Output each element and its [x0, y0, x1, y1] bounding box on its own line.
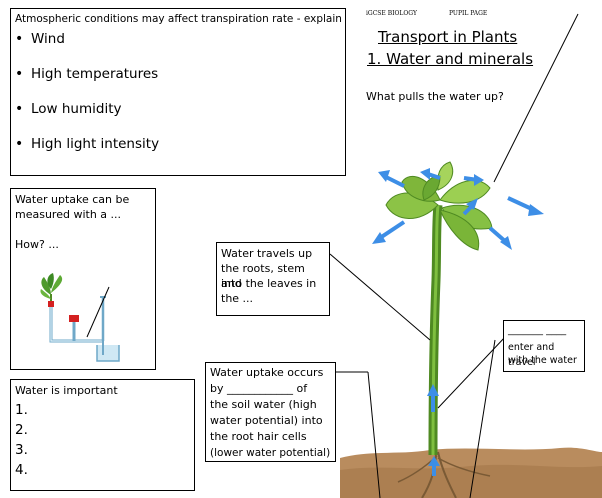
- travels-line: the ...: [221, 292, 254, 305]
- uptake-how: How? ...: [15, 238, 59, 251]
- uptake-box: Water uptake can be measured with a ... …: [10, 188, 156, 370]
- important-heading: Water is important: [15, 384, 118, 397]
- conditions-list: Wind High temperatures Low humidity High…: [13, 31, 159, 171]
- travels-line: into the leaves in: [221, 277, 317, 290]
- conditions-box: Atmospheric conditions may affect transp…: [10, 8, 346, 176]
- page-subtitle: 1. Water and minerals: [367, 50, 534, 68]
- travels-box: Water travels up the roots, stem and int…: [216, 242, 330, 316]
- condition-item: High light intensity: [13, 136, 159, 171]
- occurs-line: the soil water (high: [210, 398, 317, 411]
- uptake-line1: Water uptake can be: [15, 193, 130, 206]
- potometer-diagram: [40, 273, 120, 362]
- travels-line: the roots, stem and: [221, 262, 305, 290]
- occurs-box: Water uptake occurs by ____________ of t…: [205, 362, 336, 462]
- minerals-line: with the water: [508, 355, 577, 366]
- occurs-line: the root hair cells: [210, 430, 307, 443]
- important-item: 4.: [15, 462, 28, 478]
- page-title: Transport in Plants: [378, 28, 518, 46]
- condition-item: Low humidity: [13, 101, 159, 136]
- minerals-blanks: _______ ____: [508, 325, 567, 336]
- minerals-box: _______ ____ enter and travel with the w…: [503, 320, 585, 372]
- page-header: PUPIL PAGE: [449, 10, 488, 17]
- travels-line: Water travels up: [221, 247, 313, 260]
- conditions-heading: Atmospheric conditions may affect transp…: [15, 13, 342, 25]
- important-item: 2.: [15, 422, 28, 438]
- course-header: iGCSE BIOLOGY: [366, 10, 417, 17]
- occurs-line: (lower water potential): [210, 447, 331, 459]
- occurs-line: by ____________ of: [210, 382, 308, 395]
- occurs-line: water potential) into: [210, 414, 323, 427]
- important-item: 3.: [15, 442, 28, 458]
- condition-item: High temperatures: [13, 66, 159, 101]
- question-text: What pulls the water up?: [366, 90, 504, 103]
- condition-item: Wind: [13, 31, 159, 66]
- minerals-line: enter and travel: [508, 342, 555, 368]
- uptake-line2: measured with a ...: [15, 208, 122, 221]
- important-box: Water is important 1. 2. 3. 4.: [10, 379, 195, 491]
- important-item: 1.: [15, 402, 28, 418]
- occurs-line: Water uptake occurs: [210, 366, 324, 379]
- important-list: 1. 2. 3. 4.: [15, 402, 28, 482]
